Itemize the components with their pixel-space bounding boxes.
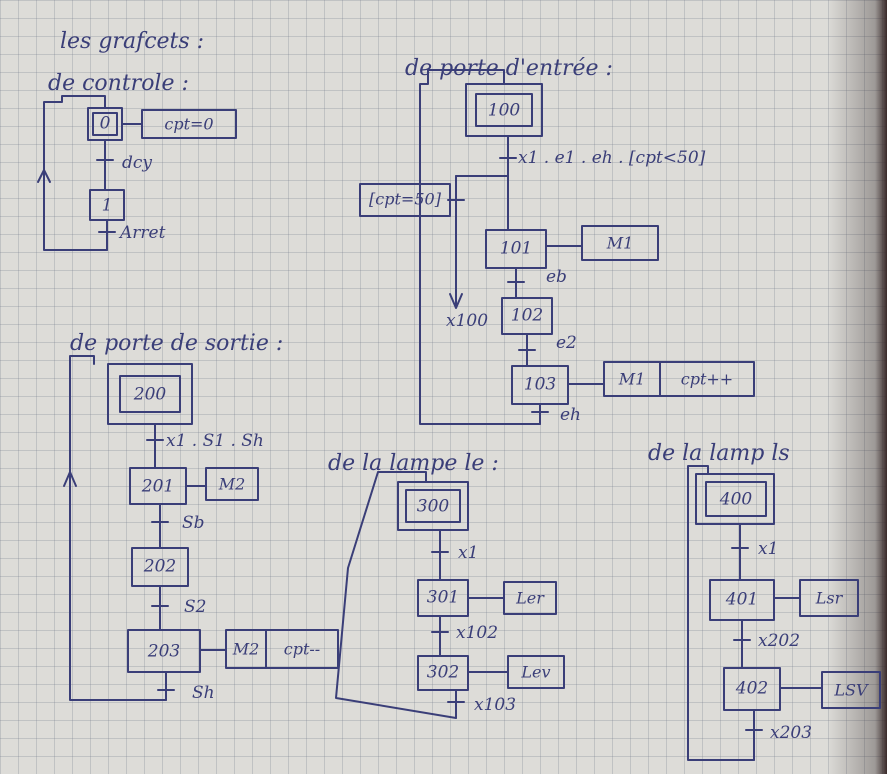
action-402-label: LSV	[833, 681, 869, 700]
jump-label: x100	[446, 311, 488, 331]
transition-100-label: x1 . e1 . eh . [cpt<50]	[518, 148, 706, 168]
step-400-label: 400	[719, 490, 753, 510]
transition-201-label: Sb	[182, 513, 205, 533]
step-203-label: 203	[147, 642, 180, 662]
step-103-label: 103	[524, 375, 556, 395]
transition-300-label: x1	[458, 543, 478, 563]
action-401-box	[799, 579, 859, 617]
grafcet-porte-entree: 100 x1 . e1 . eh . [cpt<50] [cpt=50] x10…	[359, 69, 755, 425]
grafcet-controle: 0 cpt=0 dcy 1 Arret	[37, 95, 237, 251]
transition-301-label: x102	[456, 623, 498, 643]
step-300-outer	[397, 481, 469, 531]
action-302-label: Lev	[520, 663, 550, 682]
transition-101-label: eb	[546, 267, 567, 287]
transition-dcy-label: dcy	[122, 153, 152, 173]
action-203b-label: cpt--	[284, 640, 320, 659]
loop-arrow-icon	[37, 169, 51, 183]
step-1-label: 1	[102, 196, 113, 216]
step-200-box	[119, 375, 181, 413]
action-302-box	[507, 655, 565, 689]
heading-controle: de controle :	[48, 71, 189, 96]
grafcet-lampe-ls: 400 x1 401 Lsr x202 402 LSV x203	[687, 465, 881, 761]
action-203a-label: M2	[232, 640, 260, 659]
action-401-label: Lsr	[815, 589, 844, 608]
action-103b-box	[659, 361, 755, 397]
action-301-box	[503, 581, 557, 615]
step-400-box	[705, 481, 767, 517]
transition-102-label: e2	[556, 333, 577, 353]
loop-arrow-icon	[63, 471, 77, 487]
step-400-outer	[695, 473, 775, 525]
grafcet-porte-sortie: 200 x1 . S1 . Sh 201 M2 Sb 202 S2 203 M2…	[63, 355, 339, 703]
transition-arret-label: Arret	[118, 223, 166, 243]
heading-lampe-ls: de la lamp ls	[648, 441, 790, 466]
step-201-label: 201	[141, 477, 174, 497]
action-101-box	[581, 225, 659, 261]
action-301-label: Ler	[515, 589, 545, 608]
action-0-label: cpt=0	[164, 115, 213, 134]
transition-302-label: x103	[474, 695, 516, 715]
jump-arrow-icon	[449, 293, 463, 309]
grafcet-lampe-le: 300 x1 301 Ler x102 302 Lev x103	[335, 471, 565, 719]
loop-back-line	[69, 355, 167, 701]
condition-alt-box	[359, 183, 451, 217]
step-102-label: 102	[511, 306, 543, 326]
step-301-label: 301	[427, 588, 459, 608]
loop-back-line	[687, 465, 755, 761]
action-103a-label: M1	[618, 370, 646, 389]
step-401-label: 401	[725, 590, 758, 610]
action-203b-box	[265, 629, 339, 669]
transition-400-label: x1	[758, 539, 778, 559]
transition-202-label: S2	[184, 597, 206, 617]
step-402-label: 402	[735, 679, 768, 699]
transition-200-label: x1 . S1 . Sh	[166, 431, 264, 451]
loop-back-line	[419, 69, 541, 425]
step-100-box	[475, 93, 533, 127]
action-103b-label: cpt++	[681, 370, 733, 389]
step-0-initial-inner	[92, 112, 118, 136]
table-edge-shadow	[827, 0, 887, 774]
step-300-box	[405, 489, 461, 523]
step-101-label: 101	[500, 239, 532, 259]
step-302-label: 302	[427, 663, 459, 683]
transition-103-label: eh	[560, 405, 581, 425]
page-title: les grafcets :	[60, 29, 204, 54]
action-402-box	[821, 671, 881, 709]
step-0-label: 0	[100, 114, 111, 134]
step-202-label: 202	[143, 557, 176, 577]
action-0-box	[141, 109, 237, 139]
step-200-label: 200	[133, 385, 167, 405]
transition-402-label: x203	[770, 723, 812, 743]
loop-back-line	[335, 471, 457, 719]
step-100-label: 100	[488, 101, 521, 121]
transition-401-label: x202	[758, 631, 800, 651]
step-200-outer	[107, 363, 193, 425]
step-300-label: 300	[417, 497, 450, 517]
action-201-label: M2	[218, 475, 246, 494]
condition-alt-label: [cpt=50]	[369, 190, 442, 209]
heading-porte-entree: de porte d'entrée :	[405, 56, 613, 81]
action-101-label: M1	[606, 234, 634, 253]
loop-back-line	[43, 95, 108, 251]
action-201-box	[205, 467, 259, 501]
transition-203-label: Sh	[192, 683, 215, 703]
heading-porte-sortie: de porte de sortie :	[70, 331, 283, 356]
